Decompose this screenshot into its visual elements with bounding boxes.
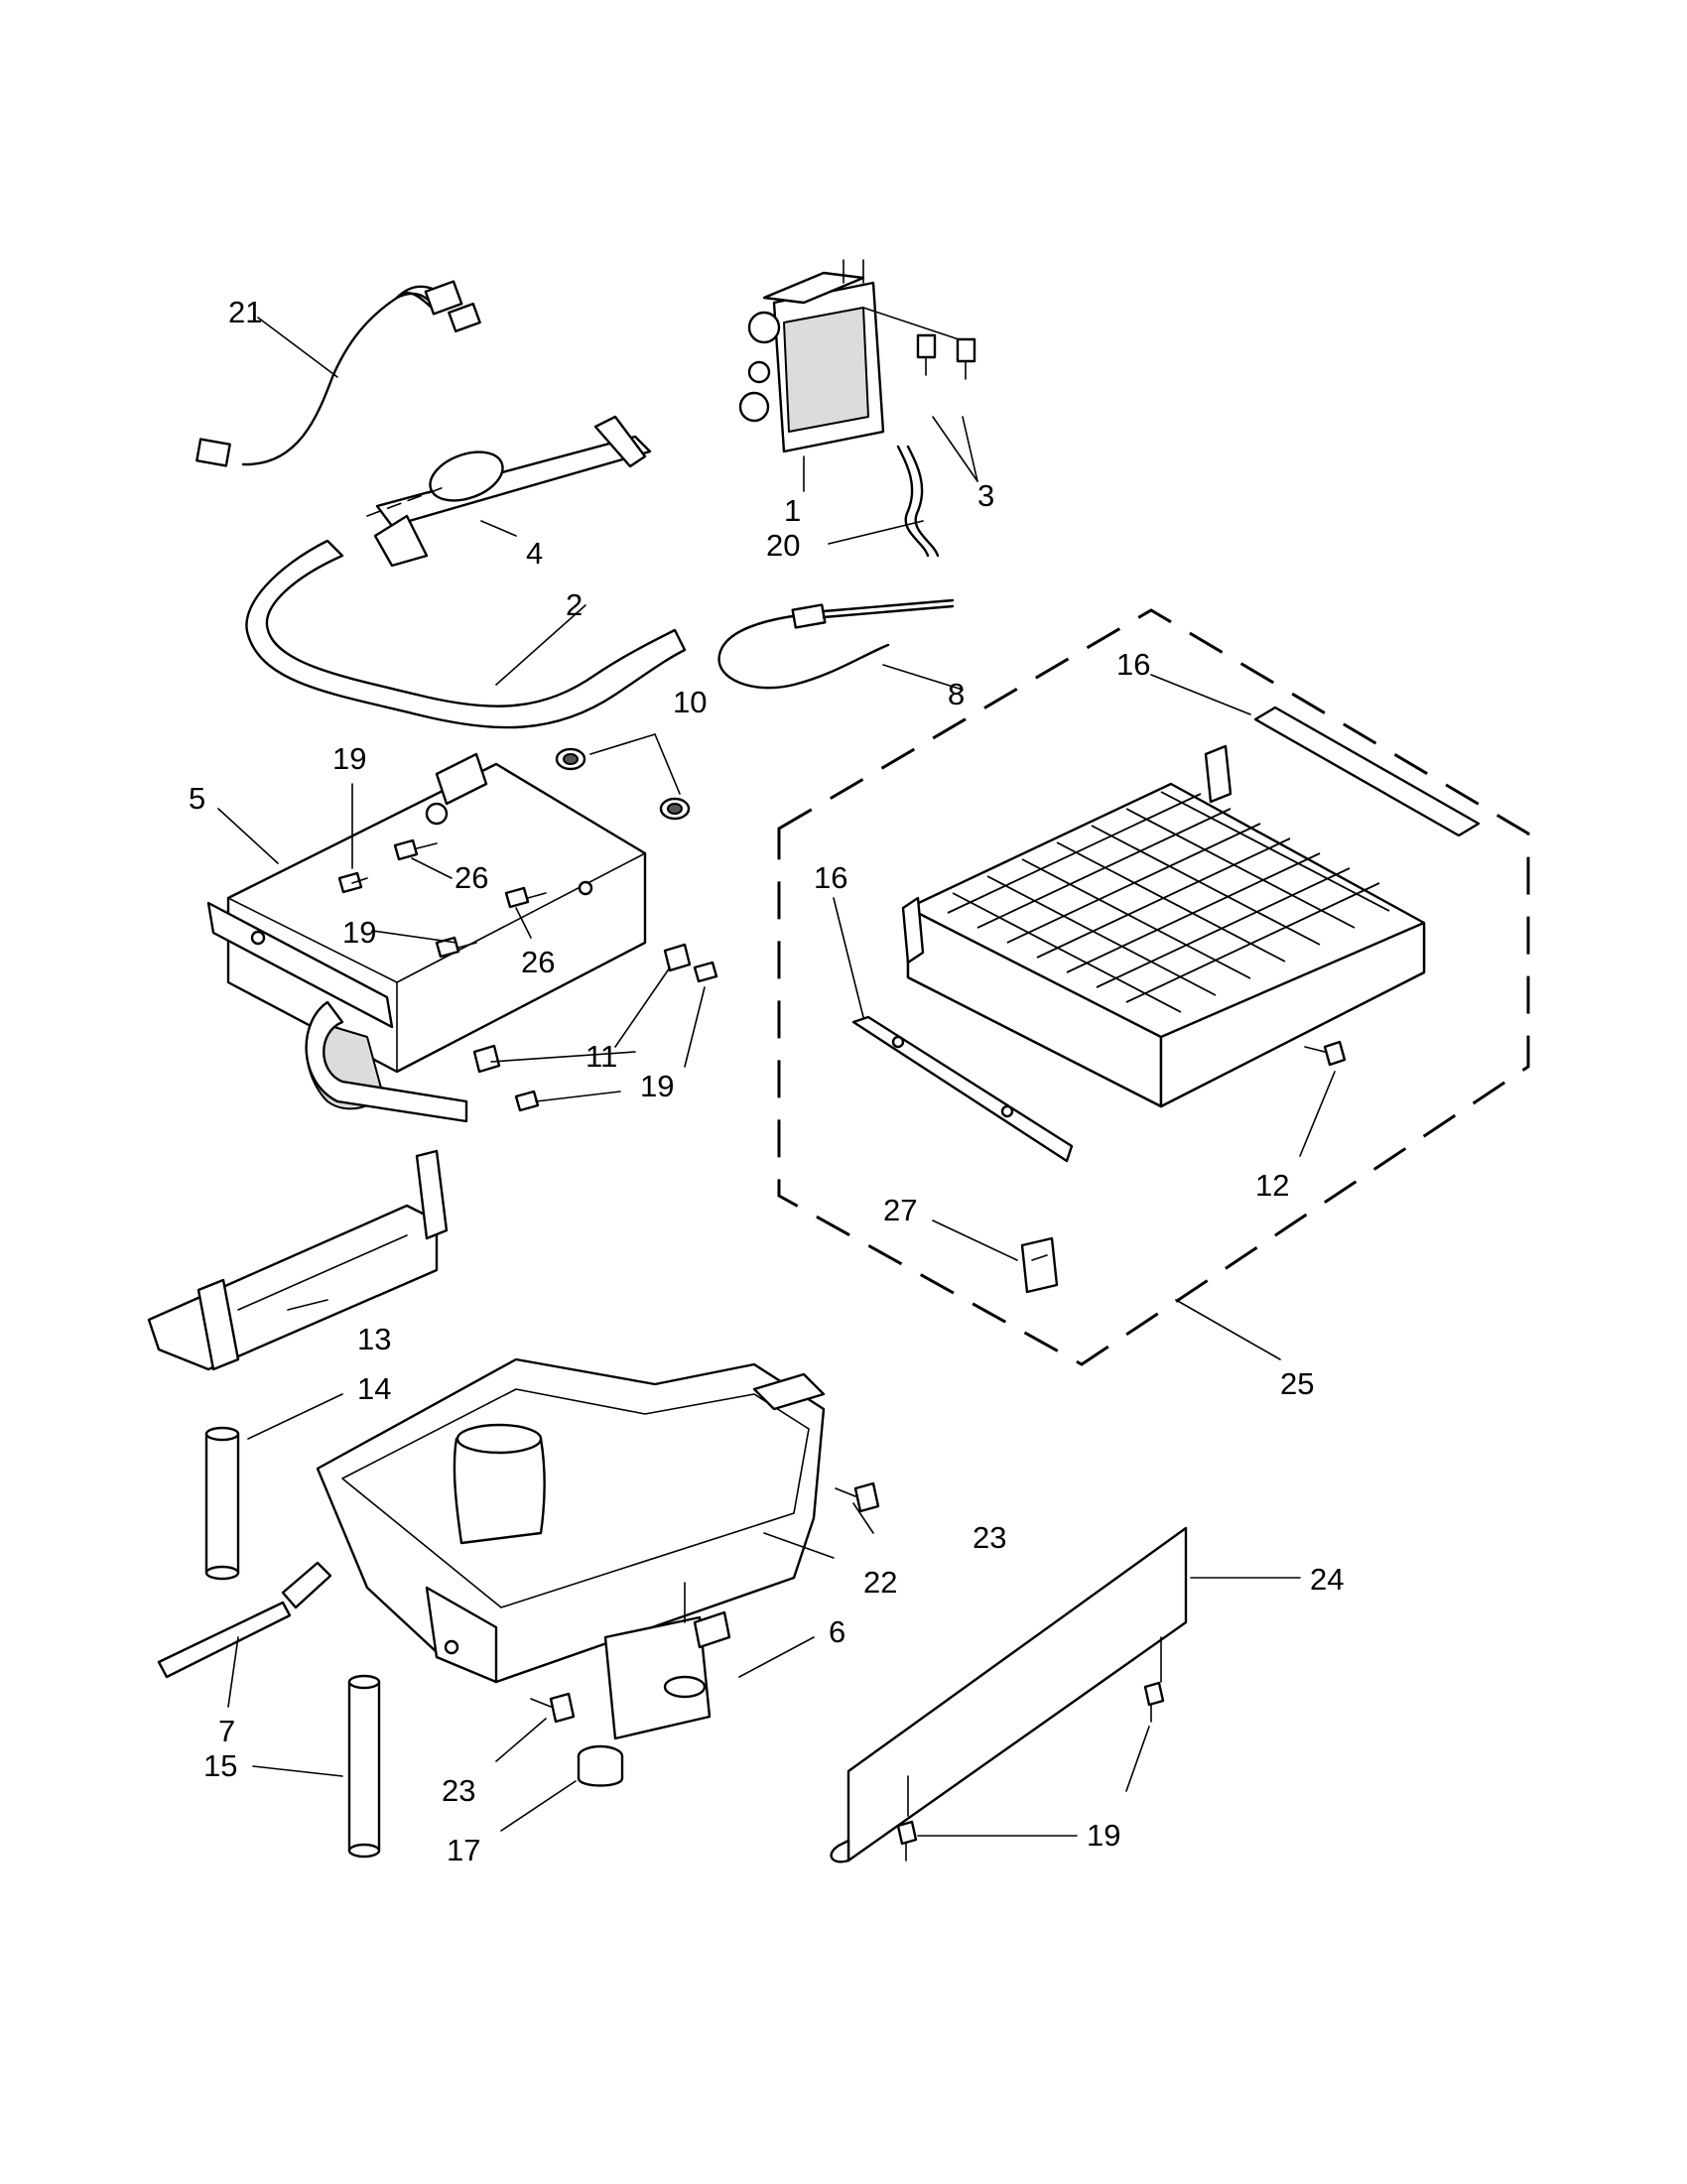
fittings-part-11 — [472, 943, 692, 1074]
tube-part-14 — [204, 1426, 240, 1581]
callout-16-front: 16 — [814, 860, 847, 895]
callout-7: 7 — [218, 1714, 235, 1748]
callout-4: 4 — [526, 536, 543, 571]
callout-5: 5 — [189, 781, 205, 816]
control-module-part-1 — [738, 259, 969, 453]
ice-bucket-part-22 — [316, 1357, 826, 1684]
callout-23-left: 23 — [442, 1773, 475, 1808]
wire-harness-part-21 — [195, 280, 481, 467]
strip-part-16-front — [851, 1015, 1074, 1163]
leader-lines — [217, 317, 1336, 1837]
callout-25: 25 — [1280, 1366, 1314, 1401]
screws-part-3 — [916, 333, 976, 380]
callout-12: 12 — [1255, 1168, 1289, 1203]
strip-part-16-top — [1253, 706, 1481, 837]
callout-15: 15 — [203, 1748, 237, 1783]
nut-part-17 — [577, 1744, 624, 1787]
callout-19-upper: 19 — [332, 741, 366, 776]
ice-rack-kit-boundary-part-25 — [777, 608, 1530, 1366]
callout-6: 6 — [829, 1614, 845, 1649]
callout-26-lower: 26 — [521, 945, 555, 979]
shelf-part-13 — [147, 1149, 449, 1371]
knob-part-23-left — [530, 1692, 576, 1724]
callout-19-right: 19 — [640, 1069, 674, 1103]
fill-tube-part-2 — [245, 539, 687, 729]
callout-19-lower: 19 — [1087, 1818, 1120, 1853]
ice-maker-arm-part-4 — [366, 415, 652, 568]
callout-13: 13 — [357, 1322, 391, 1356]
callout-27: 27 — [883, 1193, 917, 1227]
callout-2: 2 — [566, 587, 583, 622]
callout-26-upper: 26 — [454, 860, 488, 895]
callout-labels: 21 1 3 20 4 2 8 10 16 19 5 26 16 19 26 1… — [189, 295, 1344, 1867]
callout-17: 17 — [447, 1833, 480, 1867]
callout-22: 22 — [863, 1565, 897, 1600]
tube-part-15 — [347, 1674, 381, 1859]
callout-11: 11 — [585, 1039, 617, 1074]
callout-3: 3 — [977, 478, 994, 513]
wire-grid-rack — [901, 744, 1426, 1108]
clip-part-20 — [896, 445, 940, 558]
callout-16-top: 16 — [1116, 647, 1150, 682]
callout-20: 20 — [766, 528, 800, 563]
callout-14: 14 — [357, 1371, 391, 1406]
knob-part-23-right — [835, 1481, 880, 1513]
callout-1: 1 — [784, 493, 801, 528]
heater-wire-part-8 — [717, 598, 955, 690]
callout-8: 8 — [948, 677, 965, 711]
motor-part-6 — [603, 1582, 731, 1740]
callout-19-mid: 19 — [342, 915, 376, 950]
screws-part-19-lower — [896, 1681, 1165, 1862]
bracket-housing-part-5 — [206, 752, 647, 1123]
screw-part-12 — [1304, 1040, 1347, 1067]
screws-part-19-26 — [337, 838, 718, 1112]
callout-21: 21 — [228, 295, 262, 329]
valve-stem-part-7 — [157, 1561, 332, 1679]
cover-panel-part-24 — [830, 1526, 1188, 1863]
grommets-part-10 — [555, 747, 691, 821]
callout-23-right: 23 — [973, 1520, 1006, 1555]
callout-10: 10 — [673, 685, 707, 719]
callout-24: 24 — [1310, 1562, 1344, 1597]
clip-part-27 — [1020, 1236, 1059, 1294]
